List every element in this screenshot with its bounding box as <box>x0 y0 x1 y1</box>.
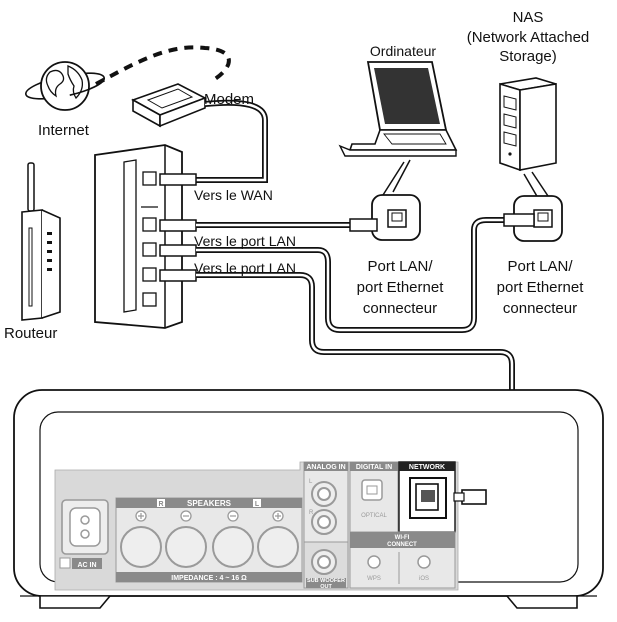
modem-cable <box>196 99 268 183</box>
wireless-link <box>95 45 231 86</box>
modem-icon <box>131 83 207 128</box>
label-router: Routeur <box>4 325 58 342</box>
panel-digital-in-label: DIGITAL IN <box>356 464 392 471</box>
label-nas: NAS <box>512 9 544 26</box>
panel-speakers-label: SPEAKERS <box>187 499 232 508</box>
panel-analog-in-label: ANALOG IN <box>306 464 345 471</box>
label-nas-full-1: (Network Attached <box>466 29 590 46</box>
panel-ac-in-label: AC IN <box>77 562 96 569</box>
panel-sub-woofer-label-1: SUB WOOFER <box>307 578 345 584</box>
label-nas-port-1: Port LAN/ <box>507 258 573 275</box>
router-ports <box>141 171 158 307</box>
wps-button <box>367 555 381 569</box>
label-internet: Internet <box>38 122 89 139</box>
label-computer-port-1: Port LAN/ <box>367 258 433 275</box>
panel-sub-woofer-label-2: OUT <box>320 584 332 590</box>
label-to-lan-1: Vers le port LAN <box>194 233 296 249</box>
optical-input <box>361 479 383 501</box>
speaker-terminal-2 <box>165 526 207 568</box>
speaker-terminal-4 <box>257 526 299 568</box>
label-nas-full-2: Storage) <box>499 48 557 65</box>
label-to-wan: Vers le WAN <box>194 187 273 203</box>
computer-plug <box>349 218 378 232</box>
panel-analog-l-mark: L <box>309 479 313 485</box>
speaker-terminal-1 <box>120 526 162 568</box>
panel-wifi-connect-label-1: WI-FI <box>395 535 410 541</box>
speaker-terminal-3 <box>212 526 254 568</box>
label-computer-port-2: port Ethernet <box>356 279 444 296</box>
label-computer-port-3: connecteur <box>362 300 438 317</box>
router-hub <box>94 144 183 329</box>
panel-network-label: NETWORK <box>409 464 445 471</box>
device-rear-panel: ANALOG IN DIGITAL IN NETWORK SPEAKERS R … <box>13 389 604 609</box>
router-antenna-unit <box>21 162 61 321</box>
nas-tower-icon <box>499 77 557 172</box>
panel-wifi-connect-label-2: CONNECT <box>387 542 417 548</box>
panel-speakers-l-mark: L <box>255 501 260 508</box>
panel-analog-r-mark: R <box>309 510 314 516</box>
label-nas-port-3: connecteur <box>502 300 578 317</box>
label-modem: Modem <box>204 91 255 108</box>
panel-optical-label: OPTICAL <box>361 513 387 519</box>
label-computer: Ordinateur <box>369 43 437 59</box>
nas-plug <box>503 213 535 227</box>
panel-wps-label: WPS <box>367 576 381 582</box>
device-plug <box>461 489 487 505</box>
computer-laptop-icon <box>338 61 458 157</box>
ios-button <box>417 555 431 569</box>
panel-speakers-r-mark: R <box>158 501 163 508</box>
panel-impedance-label: IMPEDANCE : 4 ~ 16 Ω <box>171 575 247 582</box>
label-to-lan-2: Vers le port LAN <box>194 260 296 276</box>
internet-globe-icon <box>25 61 105 111</box>
panel-ios-label: iOS <box>419 576 429 582</box>
label-nas-port-2: port Ethernet <box>496 279 584 296</box>
